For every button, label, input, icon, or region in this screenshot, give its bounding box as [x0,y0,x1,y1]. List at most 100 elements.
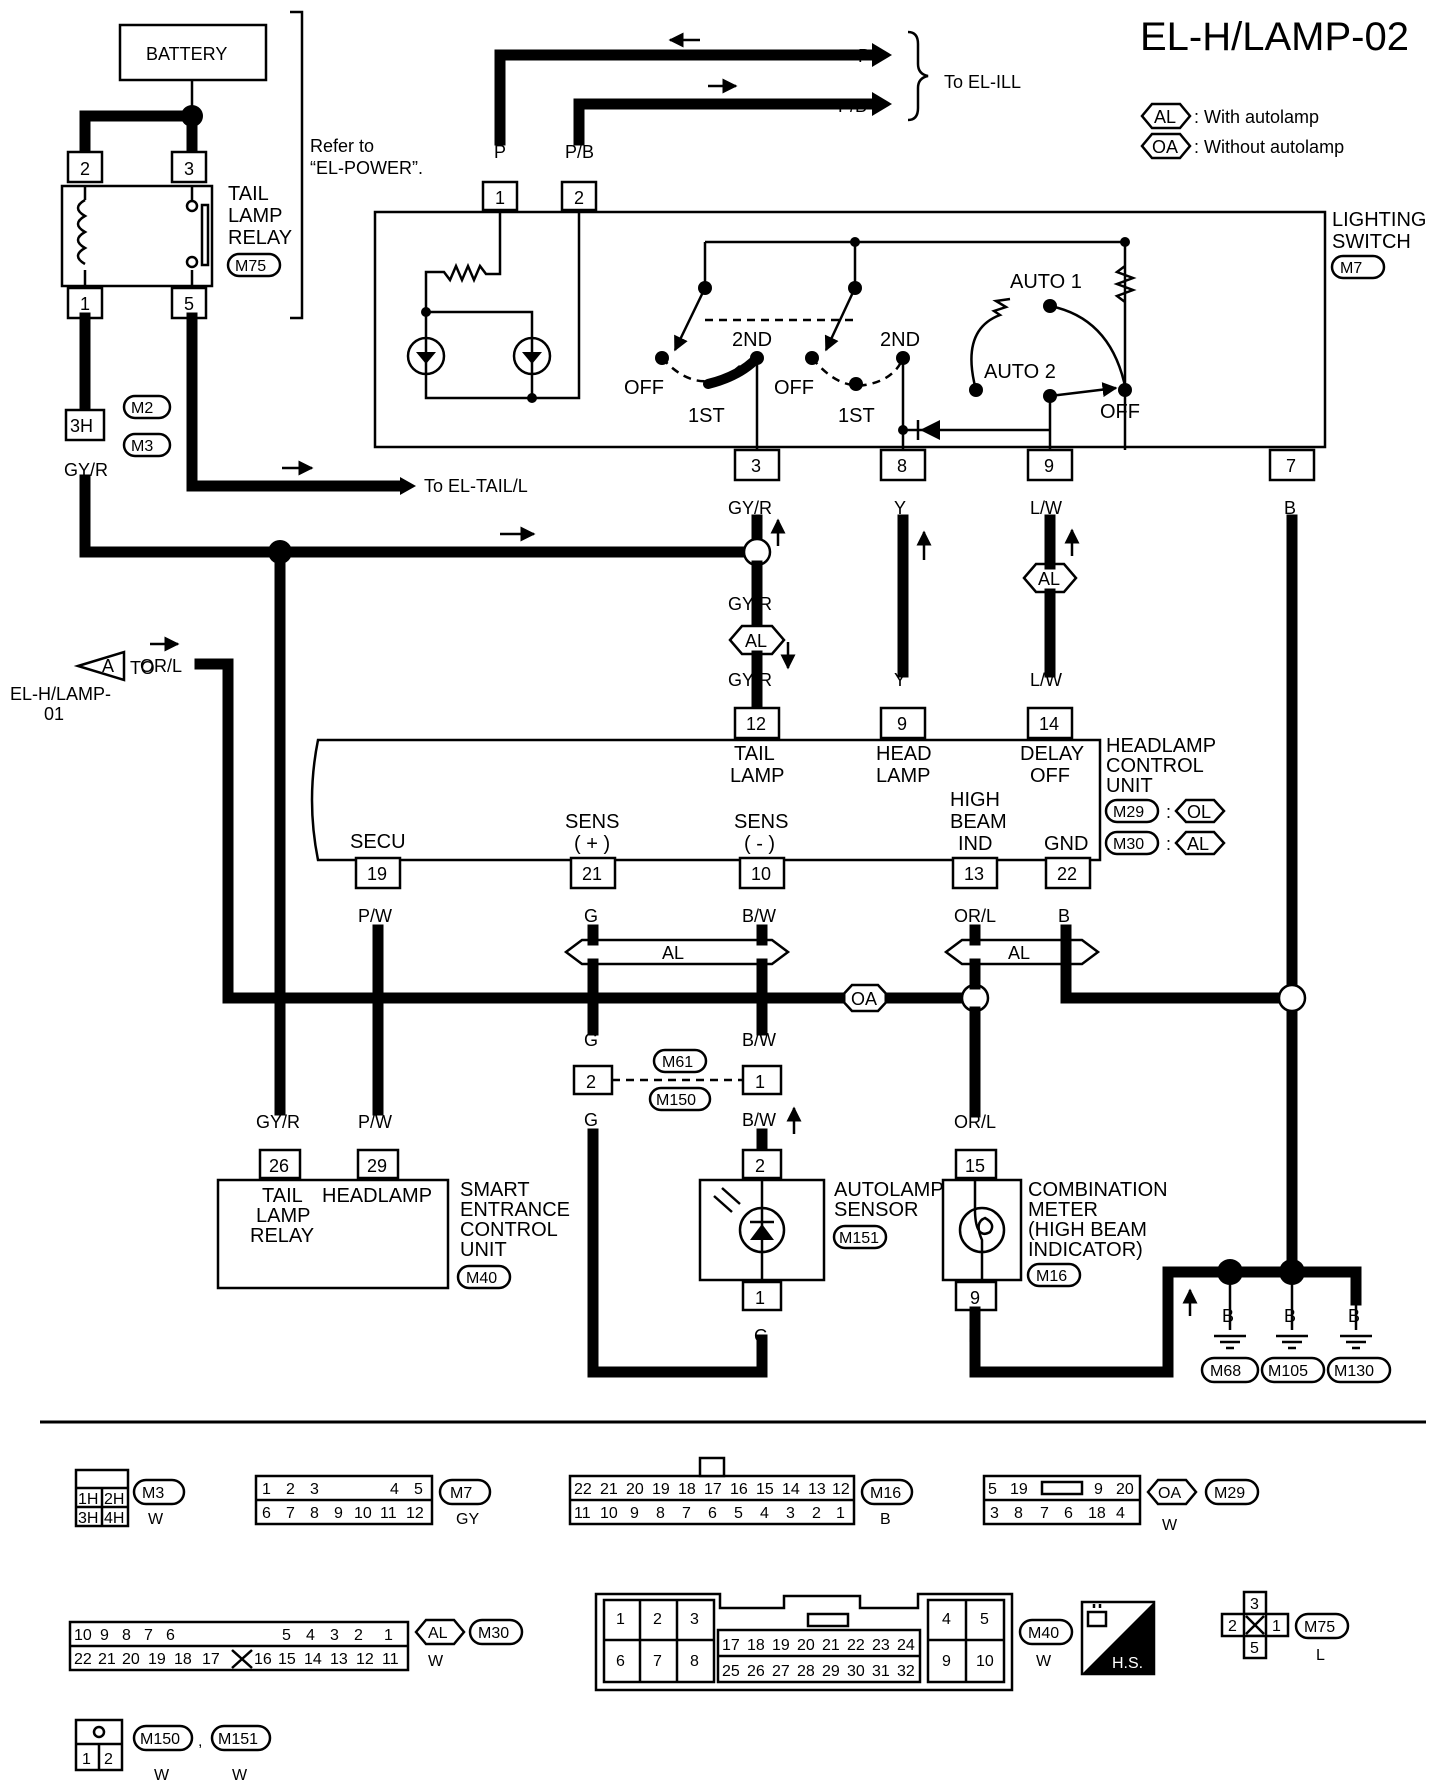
sensor-pin-2-label: 2 [755,1156,765,1176]
pos-1st-2: 1ST [838,405,875,427]
wire-g-lower [587,1128,768,1378]
svg-text:18: 18 [174,1651,192,1668]
svg-text:6: 6 [1064,1505,1073,1522]
diode-icon [920,420,940,440]
svg-text:10: 10 [354,1505,372,1522]
secu-pin-26-label: 26 [269,1156,289,1176]
relay-name-1: TAIL [228,183,269,205]
secu-conn-badge [456,1264,512,1290]
hcu-pin-21-label: 21 [582,864,602,884]
m30-badge [1104,830,1160,856]
to-hlamp-tag [73,650,126,682]
svg-text:M75: M75 [1304,1619,1335,1636]
wire-p [494,49,878,146]
svg-text:2: 2 [354,1627,363,1644]
svg-text:W: W [1036,1653,1052,1670]
wire-orl-top: OR/L [954,906,996,926]
to-el-ill: To EL-ILL [944,72,1021,92]
hcu-pin-21 [569,856,617,890]
hcu-box [310,738,1102,862]
connector-view-m40: 1 2 3 6 7 8 17 18 19 20 21 22 23 24 25 2… [594,1592,1156,1692]
hcu-hbi-1: HIGH [950,789,1000,811]
m150-badge [648,1086,712,1112]
wire-bw-low: B/W [742,1110,776,1130]
svg-text:M3: M3 [142,1485,164,1502]
svg-text:17: 17 [722,1637,740,1654]
secu-name-2: ENTRANCE [460,1199,570,1221]
wire-bw-mid: B/W [742,1030,776,1050]
hcu-head-lamp-1: HEAD [876,743,932,765]
svg-text:7: 7 [144,1627,153,1644]
svg-text:6: 6 [616,1653,625,1670]
gyr-splice [268,540,292,564]
al-tag-gyr-label: AL [745,631,767,651]
m150-pin-1 [741,1064,783,1096]
relay-pin-1: 1 [80,294,90,314]
pos-2nd-2: 2ND [880,329,920,351]
wire-gyr-mid-label: GY/R [728,594,772,614]
m61-badge [652,1048,708,1074]
svg-text:9: 9 [630,1505,639,1522]
switch-pin-3-label: 3 [751,456,761,476]
svg-text:M40: M40 [1028,1625,1059,1642]
p-arrow [872,43,892,67]
svg-text:3: 3 [310,1481,319,1498]
wire-orl-trunk [194,658,846,1004]
battery-label: BATTERY [146,44,227,64]
wire-pw-bottom: P/W [358,1112,392,1132]
pos-auto2: AUTO 2 [984,361,1056,383]
svg-text:30: 30 [847,1663,865,1680]
switch-conn: M7 [1340,260,1362,277]
m2m3-pin: 3H [70,416,93,436]
secu-pin-29-label: 29 [367,1156,387,1176]
oa-tag-label: OA [851,989,877,1009]
svg-text:1H: 1H [78,1491,98,1508]
hcu-pin-13-label: 13 [964,864,984,884]
m2-badge [122,394,172,420]
svg-text:M150: M150 [140,1731,180,1748]
sensor-pin-1-label: 1 [755,1288,765,1308]
svg-text:8: 8 [310,1505,319,1522]
svg-text:28: 28 [797,1663,815,1680]
hcu-pin-22-label: 22 [1057,864,1077,884]
svg-text:4: 4 [942,1611,951,1628]
auto-lever [1048,388,1116,450]
svg-text:9: 9 [100,1627,109,1644]
svg-text:5: 5 [988,1481,997,1498]
svg-text:7: 7 [286,1505,295,1522]
svg-text:9: 9 [1094,1481,1103,1498]
svg-text:22: 22 [847,1637,865,1654]
svg-text:13: 13 [808,1481,826,1498]
hcu-name-1: HEADLAMP [1106,735,1216,757]
svg-text:19: 19 [148,1651,166,1668]
hcu-name-2: CONTROL [1106,755,1204,777]
svg-text:5: 5 [980,1611,989,1628]
hcu-sens-minus-2: ( - ) [744,833,775,855]
wire-meter-ground [969,1266,1232,1378]
svg-text:6: 6 [166,1627,175,1644]
connector-view-m3: 1H 2H 3H 4H M3 W [74,1468,186,1528]
svg-text:21: 21 [600,1481,618,1498]
svg-text:5: 5 [414,1481,423,1498]
svg-text:19: 19 [772,1637,790,1654]
svg-text:1: 1 [82,1751,91,1768]
svg-text:18: 18 [678,1481,696,1498]
svg-text:25: 25 [722,1663,740,1680]
wire-bw-top: B/W [742,906,776,926]
svg-text:16: 16 [730,1481,748,1498]
relay-pin-5: 5 [184,294,194,314]
pos-2nd-1: 2ND [732,329,772,351]
svg-text:4: 4 [390,1481,399,1498]
svg-text:1: 1 [1272,1618,1281,1635]
secu-name-3: CONTROL [460,1219,558,1241]
wire-lw-top: L/W [1030,498,1062,518]
al-tag-sens [563,938,791,966]
sensor-pin-2 [741,1148,783,1180]
m2m3-connector [64,408,106,442]
wire-orl-left: OR/L [140,656,182,676]
relay-pin5-wire [186,312,406,492]
svg-text:26: 26 [747,1663,765,1680]
sensor-pin-1 [741,1280,783,1312]
svg-text:4H: 4H [104,1510,124,1527]
connector-view-m29: 5 19 9 20 3 8 7 6 18 4 OA M29 W [982,1474,1260,1534]
